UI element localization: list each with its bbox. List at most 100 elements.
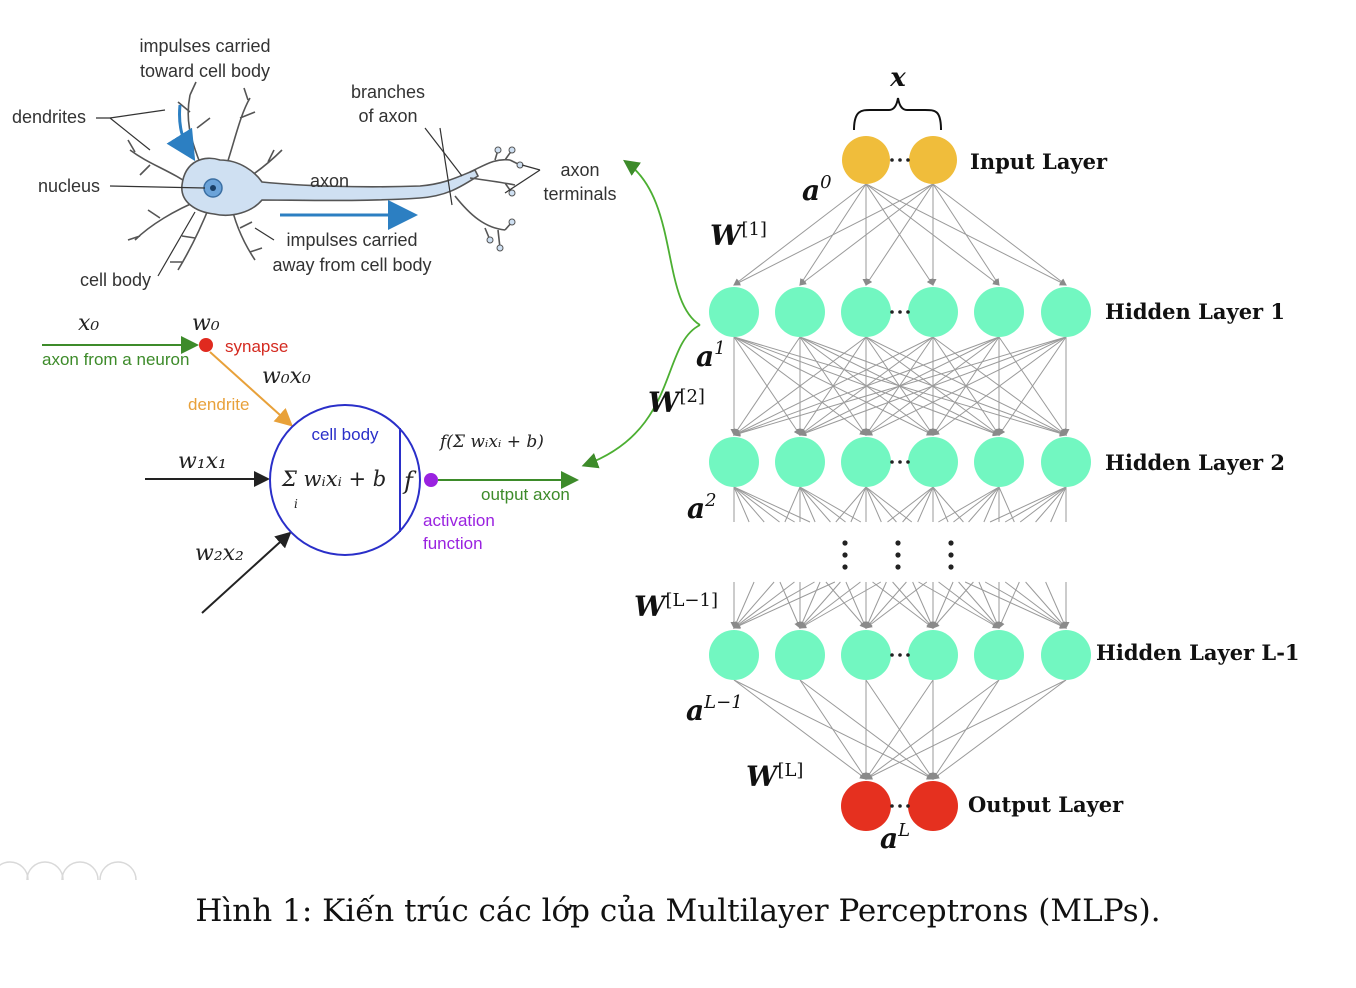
terminal-bulbs bbox=[486, 146, 524, 252]
vertical-ellipsis-dot bbox=[948, 552, 954, 558]
W1-label: W[1] bbox=[710, 219, 767, 252]
dendrite-label: dendrite bbox=[188, 395, 249, 414]
w2x2-label: w₂x₂ bbox=[195, 541, 244, 566]
terminals-label-2: terminals bbox=[543, 184, 616, 204]
network-edge bbox=[865, 581, 887, 629]
output-node bbox=[841, 781, 891, 831]
hidden-layer-1-label: Hidden Layer 1 bbox=[1105, 299, 1285, 324]
ellipsis-dot bbox=[906, 804, 910, 808]
network-edge bbox=[983, 486, 1000, 523]
hidden1-node bbox=[775, 287, 825, 337]
axon-from-neuron-label: axon from a neuron bbox=[42, 350, 189, 369]
ellipsis-dot bbox=[906, 310, 910, 314]
ellipsis-dot bbox=[890, 460, 894, 464]
network-edge bbox=[902, 486, 934, 523]
output-function-expression: f(Σ wᵢxᵢ + b) bbox=[438, 432, 544, 452]
ellipsis-dot bbox=[906, 158, 910, 162]
network-edge bbox=[835, 486, 867, 523]
network-edge bbox=[932, 581, 954, 629]
sum-index: i bbox=[294, 497, 298, 511]
faint-circle-decoration bbox=[0, 861, 137, 880]
network-edge bbox=[733, 336, 934, 436]
ellipsis-dot bbox=[898, 310, 902, 314]
vertical-ellipsis-dot bbox=[895, 552, 901, 558]
W2-label: W[2] bbox=[648, 386, 705, 419]
cell-body-shape bbox=[181, 157, 480, 216]
ellipsis-dot bbox=[906, 653, 910, 657]
synapse-label: synapse bbox=[225, 337, 288, 356]
vertical-ellipsis-dot bbox=[895, 564, 901, 570]
network-edge bbox=[733, 679, 867, 780]
network-edge bbox=[932, 581, 974, 629]
network-edge bbox=[892, 581, 934, 629]
network-edge bbox=[733, 486, 795, 523]
hiddenL1-node bbox=[841, 630, 891, 680]
axon-terminals-drawing bbox=[454, 149, 521, 249]
network-edge bbox=[958, 581, 1000, 629]
network-edges bbox=[730, 183, 1070, 780]
network-edge bbox=[998, 486, 1015, 523]
network-edge bbox=[964, 581, 1067, 629]
network-edge bbox=[799, 581, 841, 629]
hidden1-node bbox=[974, 287, 1024, 337]
network-edge bbox=[865, 486, 882, 523]
network-edge bbox=[1045, 581, 1067, 629]
hidden2-node bbox=[841, 437, 891, 487]
network-edge bbox=[984, 581, 1067, 629]
network-edge bbox=[989, 486, 1067, 523]
network-edge bbox=[998, 336, 1067, 436]
network-edge bbox=[733, 183, 867, 286]
activation-f: f bbox=[402, 467, 417, 495]
neuron-illustration: impulses carried toward cell body dendri… bbox=[12, 36, 617, 290]
network-edge bbox=[1019, 486, 1067, 523]
network-nodes bbox=[709, 136, 1091, 831]
hiddenL1-node bbox=[974, 630, 1024, 680]
impulses-toward-label-1: impulses carried bbox=[139, 36, 270, 56]
synapse-dot bbox=[199, 338, 213, 352]
network-edge bbox=[799, 581, 821, 629]
w1x1-label: w₁x₁ bbox=[178, 449, 227, 474]
vertical-ellipsis-dot bbox=[948, 564, 954, 570]
input-node bbox=[842, 136, 890, 184]
network-edge bbox=[968, 486, 1000, 523]
network-edge bbox=[733, 581, 775, 629]
network-edge bbox=[1035, 486, 1067, 523]
ellipsis-dot bbox=[890, 653, 894, 657]
impulses-away-label-1: impulses carried bbox=[286, 230, 417, 250]
branches-label-1: branches bbox=[351, 82, 425, 102]
impulses-away-label-2: away from cell body bbox=[272, 255, 431, 275]
output-layer-label: Output Layer bbox=[968, 792, 1124, 817]
network-edge bbox=[865, 581, 907, 629]
network-edge bbox=[733, 486, 811, 523]
network-edge bbox=[733, 486, 750, 523]
activation-label-2: function bbox=[423, 534, 483, 553]
x0-label: x₀ bbox=[78, 311, 99, 336]
network-edge bbox=[733, 336, 1067, 437]
network-edge bbox=[799, 486, 816, 523]
impulses-toward-label-2: toward cell body bbox=[140, 61, 270, 81]
ellipsis-dot bbox=[890, 804, 894, 808]
input-w2x2-line bbox=[201, 531, 292, 614]
a1-label: a1 bbox=[696, 338, 726, 373]
network-edge bbox=[932, 183, 1067, 286]
hidden2-node bbox=[1041, 437, 1091, 487]
impulse-toward-arrow bbox=[166, 104, 196, 162]
network-edge bbox=[845, 581, 867, 629]
terminals-label-1: axon bbox=[560, 160, 599, 180]
output-axon-label: output axon bbox=[481, 485, 570, 504]
network-edge bbox=[865, 679, 1000, 780]
network-edge bbox=[733, 581, 836, 629]
network-edge bbox=[850, 486, 867, 523]
hidden2-node bbox=[908, 437, 958, 487]
ellipsis-dot bbox=[898, 460, 902, 464]
network-edge bbox=[932, 336, 1067, 436]
hiddenL1-node bbox=[709, 630, 759, 680]
vertical-ellipsis-dot bbox=[895, 540, 901, 546]
network-edge bbox=[733, 581, 755, 629]
network-edge bbox=[932, 679, 1067, 780]
network-edge bbox=[932, 486, 964, 523]
network-edge bbox=[938, 486, 1000, 523]
figure-caption: Hình 1: Kiến trúc các lớp của Multilayer… bbox=[195, 893, 1161, 929]
vertical-ellipsis-dot bbox=[948, 540, 954, 546]
output-node bbox=[908, 781, 958, 831]
